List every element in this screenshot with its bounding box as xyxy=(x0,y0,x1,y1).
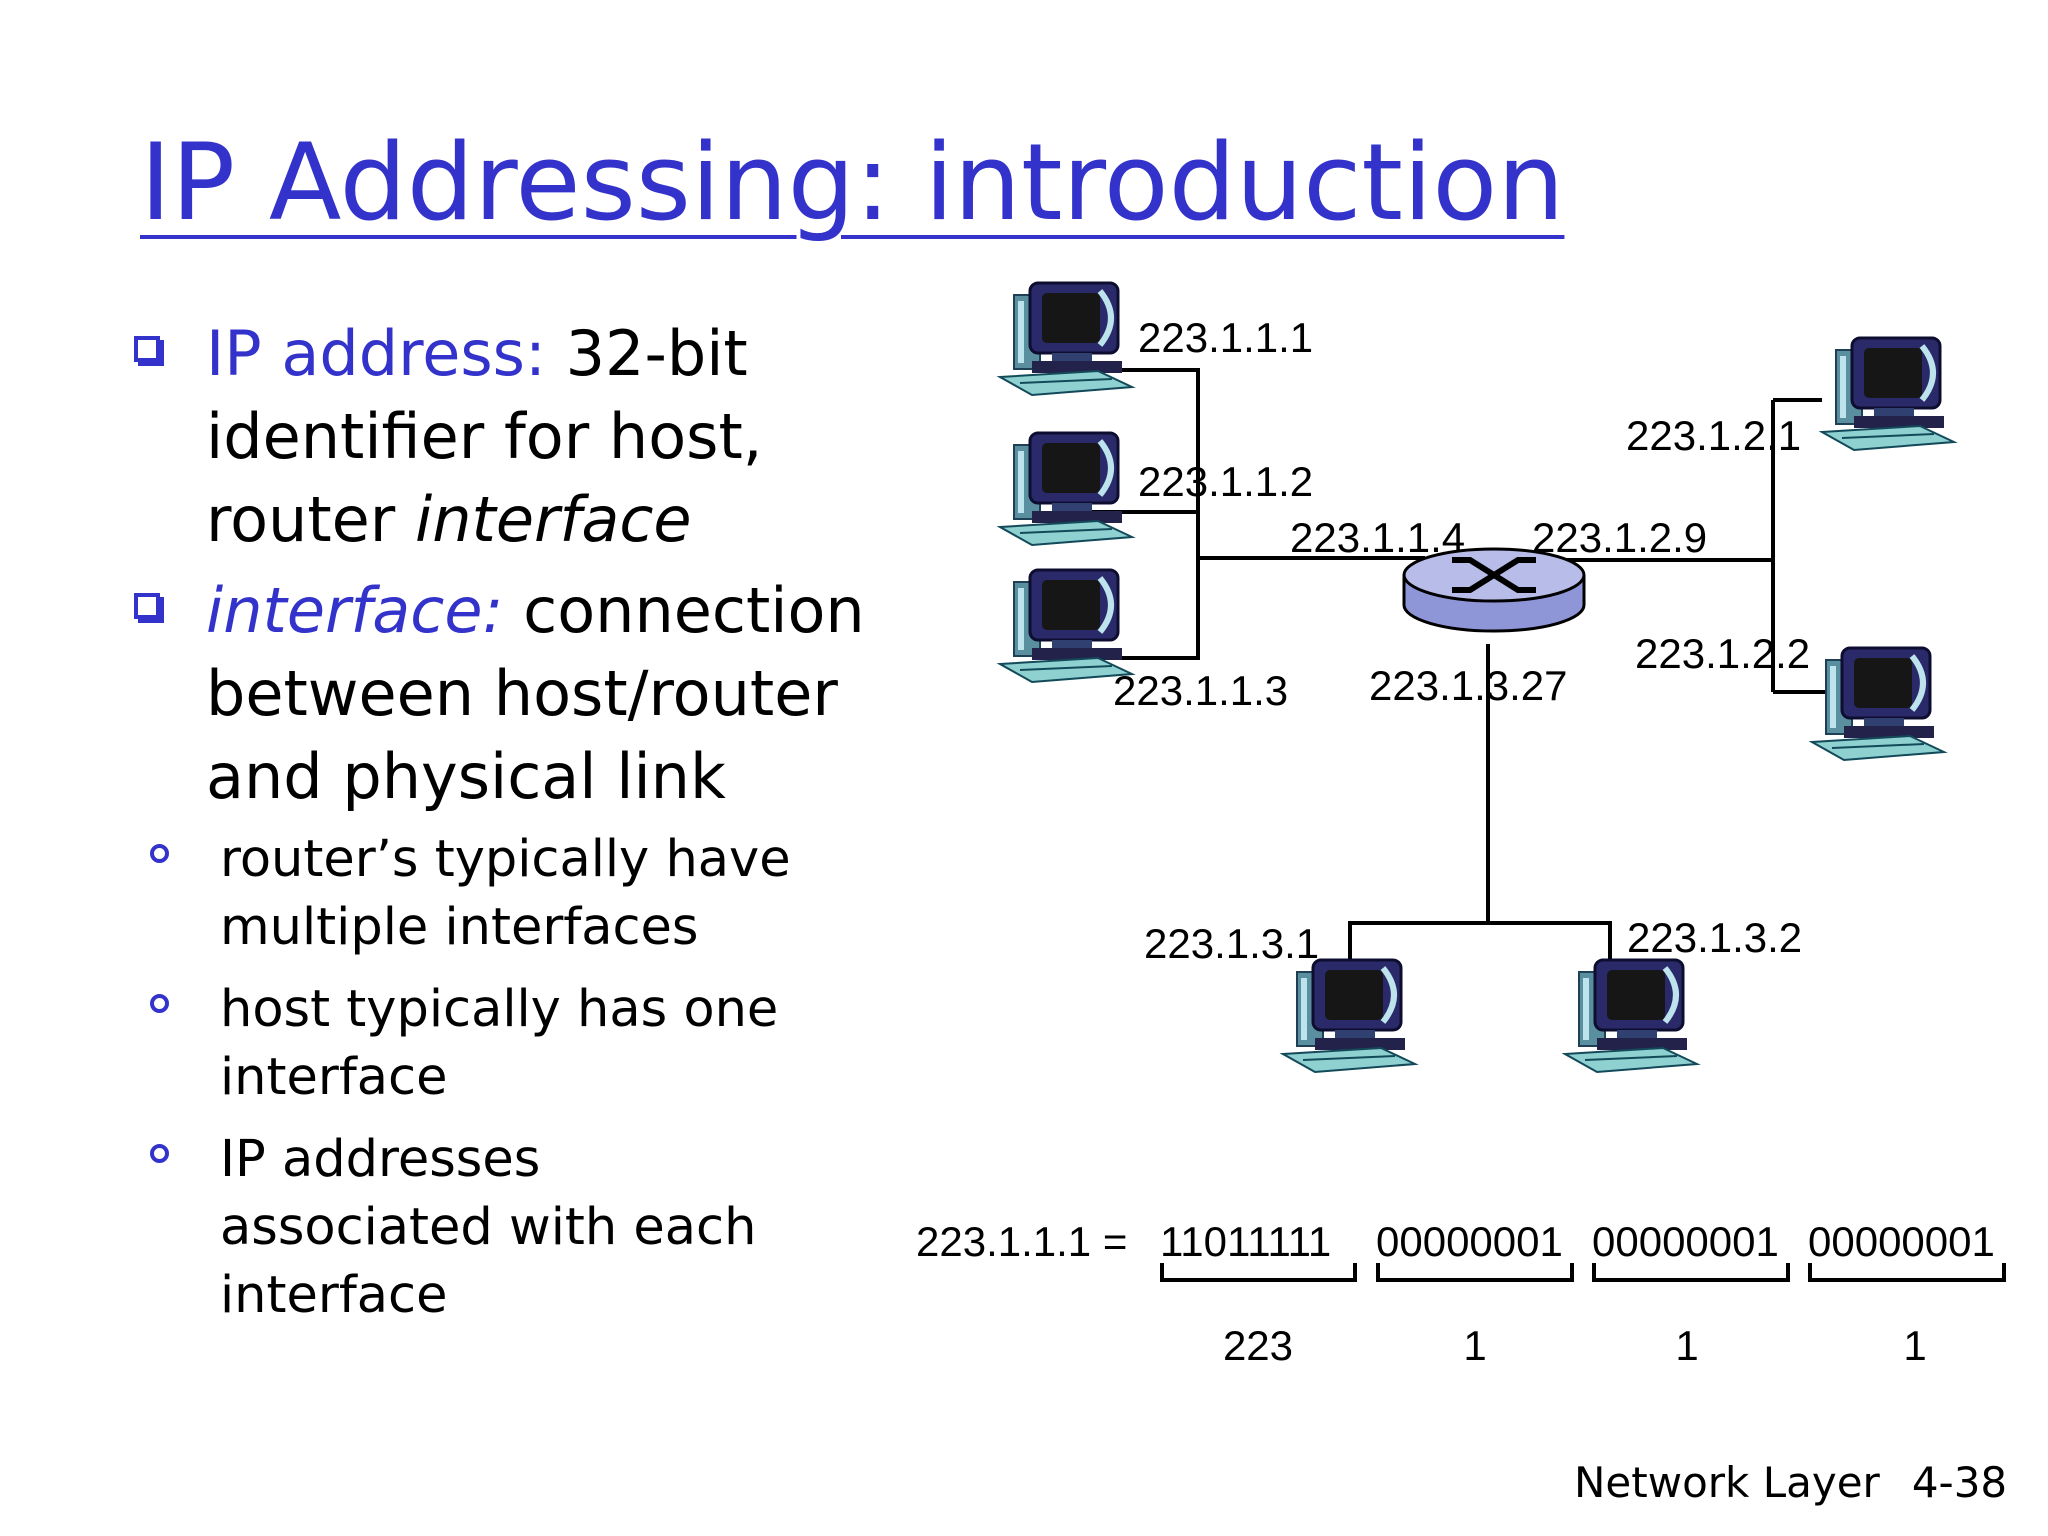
interface-label: 223.1.2.1 xyxy=(1626,412,1801,459)
sub-bullet: host typically has one interface xyxy=(150,976,912,1112)
computer-icon xyxy=(1000,283,1132,395)
circle-bullet-icon xyxy=(150,844,169,863)
bullet-list: IP address: 32-bit identifier for host, … xyxy=(132,312,912,1344)
bullet-emphasis: interface xyxy=(415,483,692,556)
computer-icon xyxy=(1000,570,1132,682)
interface-label: 223.1.1.3 xyxy=(1113,667,1288,714)
sub-bullet-text: associated with each xyxy=(220,1198,757,1257)
binary-octet: 00000001 xyxy=(1808,1218,1995,1265)
checkbox-bullet-icon xyxy=(134,593,160,619)
interface-label: 223.1.2.2 xyxy=(1635,630,1810,677)
sub-bullet-text: IP addresses xyxy=(220,1130,541,1189)
binary-octet: 00000001 xyxy=(1592,1218,1779,1265)
bullet-text: and physical link xyxy=(206,740,726,813)
footer-page-number: 4-38 xyxy=(1911,1458,2008,1507)
bullet-text: identifier for host, xyxy=(206,400,763,473)
computer-icon xyxy=(1812,648,1944,760)
computer-icon xyxy=(1565,960,1697,1072)
slide-footer: Network Layer 4-38 xyxy=(1574,1458,2007,1507)
circle-bullet-icon xyxy=(150,994,169,1013)
interface-label: 223.1.1.1 xyxy=(1138,314,1313,361)
bullet-text: 32-bit xyxy=(565,317,748,390)
computer-icon xyxy=(1283,960,1415,1072)
sub-bullet: IP addresses associated with each interf… xyxy=(150,1126,912,1330)
sub-bullet-text: interface xyxy=(220,1266,448,1325)
binary-octet: 11011111 xyxy=(1160,1218,1331,1265)
octet-decimal: 1 xyxy=(1463,1322,1486,1369)
circle-bullet-icon xyxy=(150,1144,169,1163)
octet-decimal: 1 xyxy=(1903,1322,1926,1369)
checkbox-bullet-icon xyxy=(134,336,160,362)
bullet-term: interface: xyxy=(206,574,504,647)
binary-prefix: 223.1.1.1 = xyxy=(916,1218,1127,1265)
interface-label: 223.1.1.4 xyxy=(1290,514,1465,561)
bullet-text: between host/router xyxy=(206,657,838,730)
octet-brackets xyxy=(1160,1263,2006,1282)
sub-bullet-text: multiple interfaces xyxy=(220,898,699,957)
footer-chapter: Network Layer xyxy=(1574,1458,1880,1507)
octet-decimal: 223 xyxy=(1223,1322,1293,1369)
bullet-ip-address: IP address: 32-bit identifier for host, … xyxy=(132,312,912,561)
sub-bullet: router’s typically have multiple interfa… xyxy=(150,826,912,962)
binary-breakdown: 223.1.1.1 = 11011111 00000001 00000001 0… xyxy=(916,1218,2006,1369)
sub-bullet-text: interface xyxy=(220,1048,448,1107)
sub-bullet-text: host typically has one xyxy=(220,980,779,1039)
slide-title: IP Addressing: introduction xyxy=(140,121,1565,244)
bullet-term: IP address: xyxy=(206,317,546,390)
interface-label: 223.1.1.2 xyxy=(1138,458,1313,505)
interface-label: 223.1.3.27 xyxy=(1369,662,1568,709)
computer-icon xyxy=(1000,433,1132,545)
octet-decimal: 1 xyxy=(1675,1322,1698,1369)
interface-label: 223.1.2.9 xyxy=(1532,514,1707,561)
router-icon xyxy=(1402,547,1586,633)
interface-label: 223.1.3.2 xyxy=(1627,914,1802,961)
bullet-interface: interface: connection between host/route… xyxy=(132,569,912,818)
interface-label: 223.1.3.1 xyxy=(1144,920,1319,967)
binary-octet: 00000001 xyxy=(1376,1218,1563,1265)
sub-bullet-text: router’s typically have xyxy=(220,830,791,889)
network-links xyxy=(1090,368,1826,990)
bullet-text: router xyxy=(206,483,396,556)
computer-icon xyxy=(1822,338,1954,450)
bullet-text: connection xyxy=(523,574,865,647)
